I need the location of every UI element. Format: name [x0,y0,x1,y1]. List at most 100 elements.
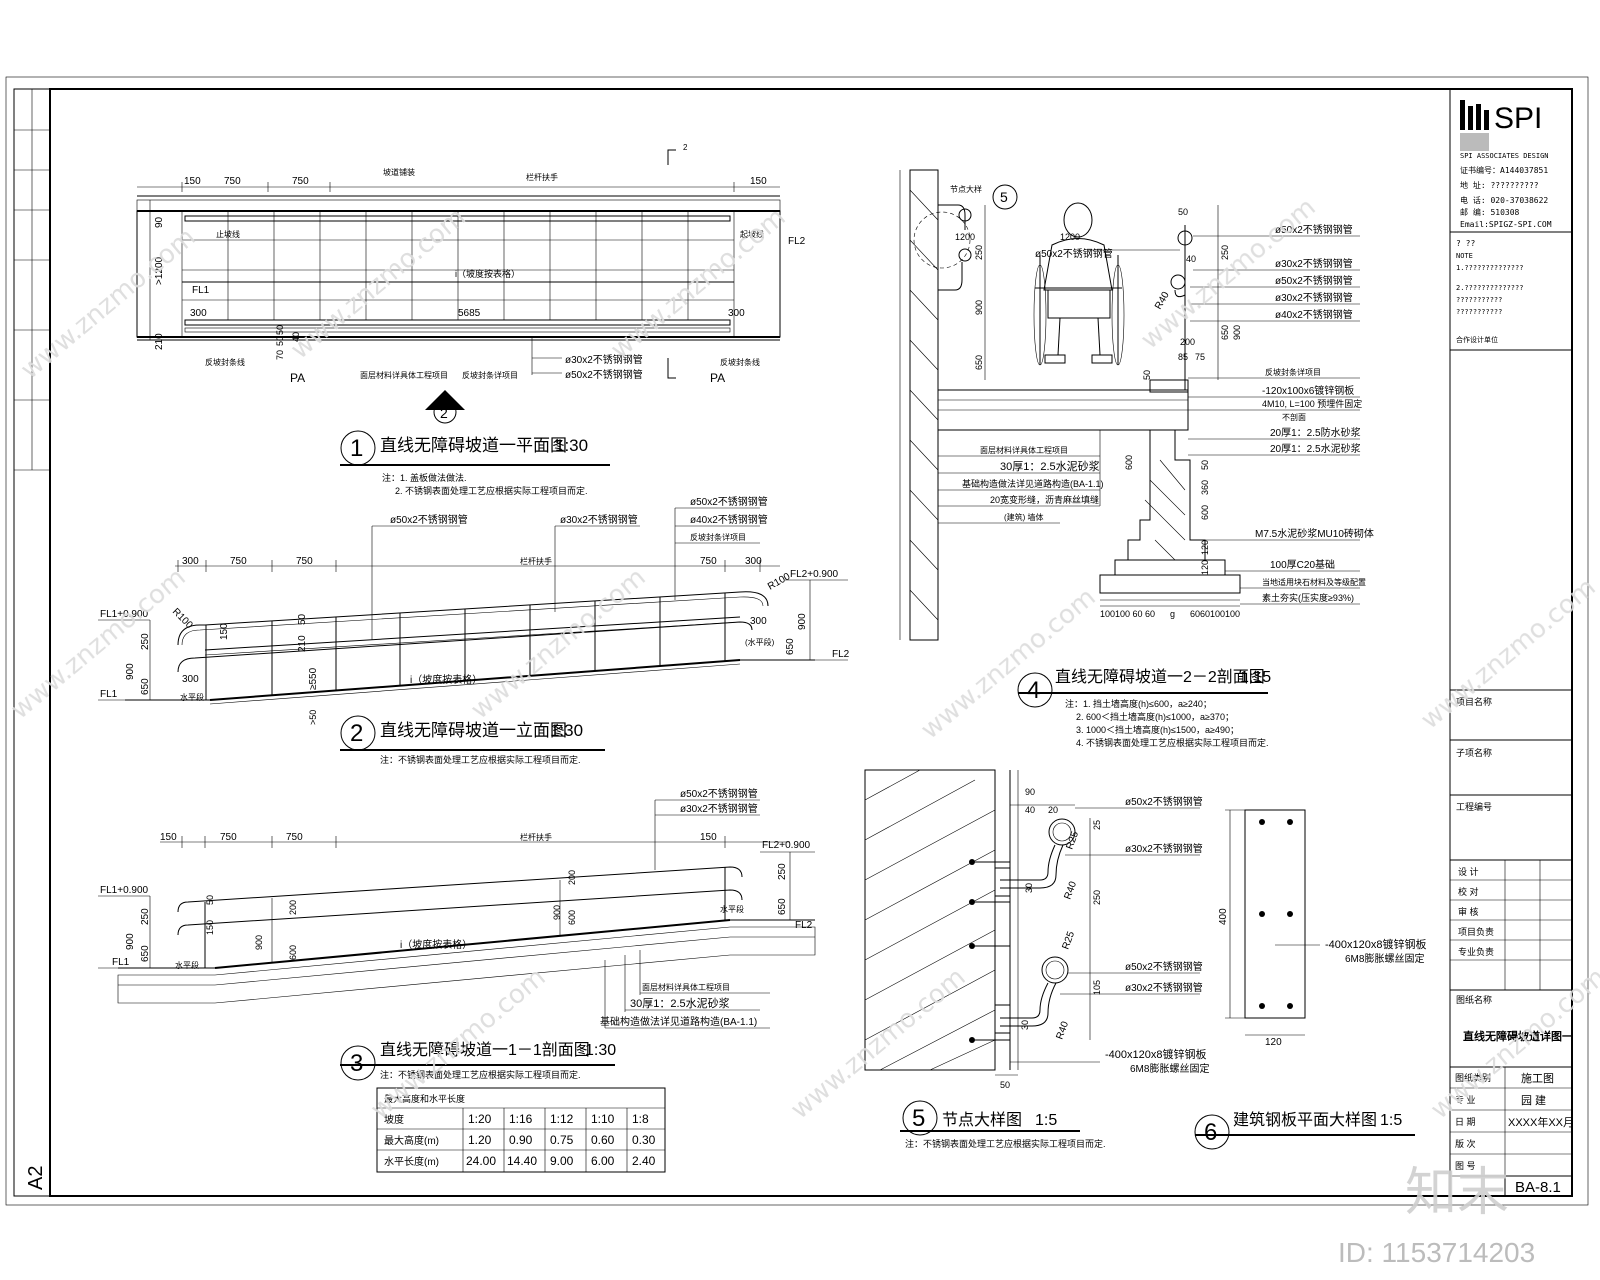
paper-size: A2 [25,1166,47,1190]
elev-fl1h: FL1+0.900 [100,609,149,620]
node5-pipe30a: ø30x2不锈钢钢管 [1125,842,1203,855]
sec11-handrail-lower [177,889,743,936]
plan-dim-210: 210 [154,333,165,350]
sec11-note: 注：不锈钢表面处理工艺应根据实际工程项目而定. [380,1069,581,1080]
sec22-d50b: 50 [1142,370,1152,380]
svg-text:(水平段): (水平段) [745,637,775,647]
sec22-rock: 当地适用块石材料及等级配置 [1262,577,1366,587]
section-1-1-view: 150 750 750 150 栏杆扶手 ø50x2不锈钢钢管 ø30x2不锈钢… [98,787,816,1081]
plan-dim-5685: 5685 [458,308,481,319]
watermark-layer: www.znzmo.com www.znzmo.com www.znzmo.co… [5,192,1600,1268]
sec22-number: 4 [1027,677,1040,704]
plan-section-mark-top: 2 [683,143,688,152]
elev-d650: 650 [140,678,151,695]
elev-reflect: 反坡封条详项目 [690,532,746,542]
logo-bar-icon [1460,100,1465,130]
sec11-number: 3 [350,1050,363,1077]
plan-pa-right: PA [710,371,725,385]
elev-number: 2 [350,720,363,747]
table-cell: 14.40 [507,1154,537,1168]
sec11-fl1: FL1 [112,957,130,968]
sec22-d650: 650 [1220,325,1230,340]
sec11-title-circle [340,1045,376,1081]
elev-fl2h: FL2+0.900 [790,569,839,580]
plan-dim-70: 70 [275,350,285,360]
plan-stop-line: 止坡线 [216,229,240,239]
sec11-handrail-upper [177,866,743,913]
node5-number: 5 [912,1105,925,1132]
plan-scale: 1:30 [555,436,588,455]
sec11-label-top: 栏杆扶手 [520,832,552,842]
plan-dim-150a: 150 [184,176,201,187]
sec22-reflect: 反坡封条详项目 [1265,367,1321,377]
node5-d40: 40 [1025,805,1035,815]
plan-dim-50: 50 [275,325,285,335]
elev-d550: ≥550 [308,667,319,690]
sec22-scale: 1:15 [1240,669,1271,686]
elev-pipe40: ø40x2不锈钢钢管 [690,513,768,526]
tb-project-no: 工程编号 [1456,801,1492,812]
sec11-scale: 1:30 [585,1042,616,1059]
table-row-slope: 坡度 [384,1113,404,1126]
slope-table: 最大高度和水平长度 坡度 最大高度(m) 水平长度(m) 1:20 1:16 1… [376,1087,666,1173]
svg-text:650: 650 [974,355,984,370]
sec11-d200: 200 [288,900,298,915]
node5-d20: 20 [1048,805,1058,815]
plate6-height: 400 [1218,908,1229,925]
plan-pipe50: ø50x2不锈钢钢管 [565,368,643,381]
svg-text:900: 900 [552,905,562,920]
sec11-pipe50: ø50x2不锈钢钢管 [680,787,758,800]
node5-pipe30b: ø30x2不锈钢钢管 [1125,981,1203,994]
svg-text:200: 200 [567,870,577,885]
sec22-d75: 75 [1195,352,1205,362]
sec22-note-1: 注：1. 挡土墙高度(h)≤600，a≥240； [1065,698,1212,709]
sec22-pipe50a: ø50x2不锈钢钢管 [1275,223,1353,236]
plan-dim-750b: 750 [292,176,309,187]
elev-d50: 50 [297,613,308,625]
sec22-cover: 不剖面 [1282,412,1306,422]
elev-dim-300a: 300 [182,556,199,567]
node5-r25b: R25 [1060,930,1077,951]
plan-dim-1200: >1200 [154,256,165,285]
sec22-title: 直线无障碍坡道一2－2剖面图 [1055,668,1265,686]
company-license: 证书编号：A144037851 [1460,165,1548,175]
plan-dim-300b: 300 [728,308,745,319]
sec11-dim-750b: 750 [286,832,303,843]
elev-fl1: FL1 [100,689,118,700]
elev-slope: i（坡度按表格） [410,673,482,686]
table-cell: 2.40 [632,1154,656,1168]
inner-frame [49,88,1573,1197]
tb-drawing-name-label: 图纸名称 [1456,994,1492,1005]
svg-text:250: 250 [777,863,788,880]
tb-review: 审 核 [1458,906,1479,917]
node5-pipe-upper [1048,818,1076,846]
plan-handrail-bottom [184,319,731,326]
elev-pipe50b: ø50x2不锈钢钢管 [690,495,768,508]
sec22-brick: M7.5水泥砂浆MU10砖砌体 [1255,527,1374,540]
sec22-foundation [1127,429,1206,561]
sec22-bottom-dims-left: 100100 60 60 [1100,609,1155,619]
sec22-d360: 360 [1200,480,1210,495]
svg-text:SPI ASSOCIATES DESIGN: SPI ASSOCIATES DESIGN [1460,152,1549,160]
company-phone: 电 话: 020-37038622 [1460,195,1548,205]
watermark-text: www.znzmo.com [785,962,971,1125]
table-cell: 1:20 [468,1112,492,1126]
sec11-d600: 600 [288,945,298,960]
plan-dim-50b: 50 [275,336,285,346]
svg-text:???????????: ??????????? [1456,308,1502,316]
sec22-d85: 85 [1178,352,1188,362]
sec22-base: 基础构造做法详见道路构造(BA-1.1) [962,478,1104,489]
node5-d30a: 30 [1024,883,1034,893]
table-cell: 9.00 [550,1154,574,1168]
tb-date-label: 日 期 [1455,1117,1476,1127]
watermark-text: www.znzmo.com [15,222,201,385]
plan-fl2: FL2 [788,236,806,247]
svg-text:? ??: ? ?? [1456,239,1475,248]
plan-note-b: 面层材料详具体工程项目 [360,370,448,380]
watermark-text: www.znzmo.com [465,562,651,725]
tb-drawno-label: 图 号 [1455,1161,1476,1171]
elev-r100b: R100 [766,571,793,593]
sec22-mortar: 30厚1：2.5水泥砂浆 [1000,459,1100,473]
sec22-note-4: 4. 不锈钢表面处理工艺应根据实际工程项目而定. [1076,737,1269,748]
table-cell: 1:8 [632,1112,649,1126]
